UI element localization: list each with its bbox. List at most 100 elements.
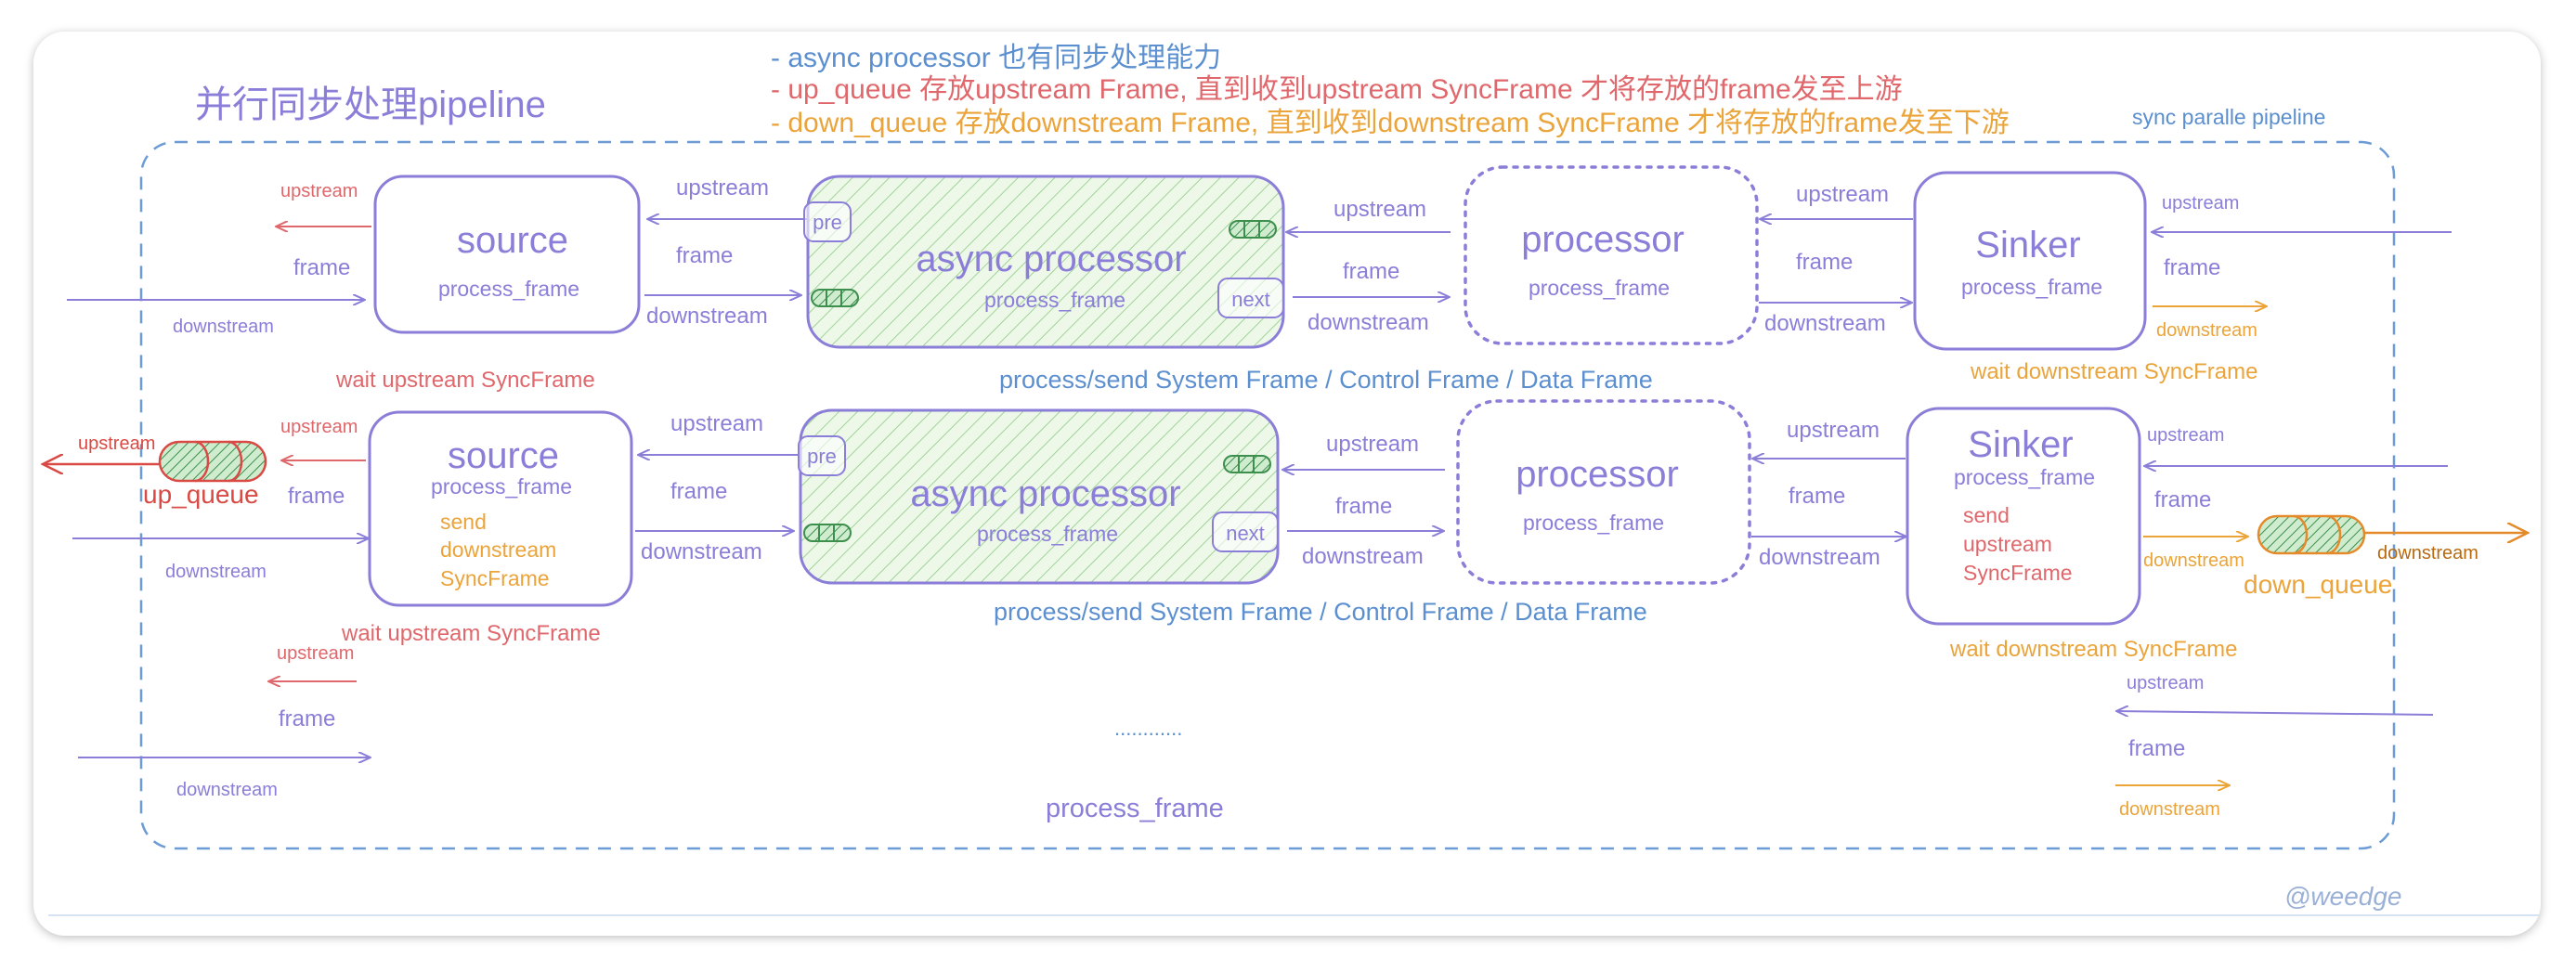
bottom-right-upstream-label: upstream [2127, 673, 2204, 693]
row2-source-send-dir: downstream [440, 537, 556, 562]
row2-sa-upstream-label: upstream [670, 411, 763, 436]
pipeline-boundary [139, 140, 2396, 850]
row1-source-frame-label: frame [293, 255, 350, 280]
row2-wait-downstream: wait downstream SyncFrame [1949, 637, 2237, 662]
bottom-process-frame: process_frame [1046, 794, 1224, 823]
pipeline-label: sync paralle pipeline [2132, 105, 2325, 129]
row2-processor-subtitle: process_frame [1523, 511, 1664, 535]
bottom-ellipsis: ............ [1114, 717, 1182, 740]
row1-async-inner-queue-right [1229, 220, 1277, 239]
row1-sinker-downstream-label: downstream [2156, 320, 2257, 341]
row1-async-inner-queue-left [811, 289, 859, 307]
row2-source-send: send [440, 510, 487, 534]
row1-sinker-subtitle: process_frame [1961, 275, 2102, 299]
row1-async-subtitle: process_frame [984, 288, 1125, 312]
row1-process-send: process/send System Frame / Control Fram… [999, 366, 1653, 394]
note-up-queue: - up_queue 存放upstream Frame, 直到收到upstrea… [771, 74, 1903, 105]
row2-ap-frame-label: frame [1335, 494, 1392, 519]
row1-pk-upstream-label: upstream [1796, 182, 1889, 207]
row2-ap-downstream-label: downstream [1302, 544, 1424, 569]
down-queue-arrow-label: downstream [2377, 543, 2478, 563]
row2-async-next-port [1212, 511, 1279, 552]
row2-async-inner-queue-left [803, 524, 852, 542]
row2-sinker-upstream-label: upstream [2147, 425, 2224, 446]
row1-source-node [373, 175, 641, 334]
row1-async-next-port [1217, 278, 1284, 318]
bottom-right-upstream-arrow [2117, 711, 2434, 715]
row2-sinker-send: send [1963, 503, 2010, 527]
row2-ap-upstream-label: upstream [1326, 432, 1419, 457]
up-queue-arrow-label: upstream [78, 434, 155, 454]
row2-source-subtitle: process_frame [431, 474, 572, 498]
note-down-queue: - down_queue 存放downstream Frame, 直到收到dow… [771, 108, 2010, 138]
row1-async-pre-port [803, 201, 852, 242]
bottom-left-frame-label: frame [279, 706, 335, 731]
row1-sinker-node [1913, 171, 2147, 351]
row1-processor-node [1464, 165, 1759, 345]
down-queue-label: down_queue [2244, 570, 2392, 599]
row1-ap-upstream-label: upstream [1334, 197, 1426, 222]
row2-sa-downstream-label: downstream [641, 539, 762, 564]
row1-sa-downstream-label: downstream [646, 304, 768, 329]
row2-wait-upstream: wait upstream SyncFrame [341, 621, 601, 646]
row1-sinker-upstream-label: upstream [2162, 193, 2239, 214]
bottom-right-downstream-label: downstream [2119, 799, 2220, 820]
row1-wait-downstream: wait downstream SyncFrame [1970, 359, 2257, 384]
signature: @weedge [2284, 882, 2402, 911]
row2-async-pre-label: pre [807, 445, 837, 468]
row1-ap-frame-label: frame [1343, 259, 1399, 284]
row1-async-title: async processor [916, 239, 1186, 279]
row2-source-send-frame: SyncFrame [440, 566, 550, 590]
diagram-title: 并行同步处理pipeline [195, 84, 546, 125]
bottom-left-downstream-label: downstream [176, 780, 278, 800]
row2-async-next-label: next [1226, 522, 1265, 545]
row1-sa-upstream-label: upstream [676, 175, 769, 201]
row1-processor-title: processor [1521, 219, 1685, 260]
row1-source-upstream-label: upstream [280, 181, 358, 201]
row2-sinker-node [1906, 407, 2141, 626]
row2-pk-frame-label: frame [1789, 484, 1845, 509]
down-queue-icon [2257, 514, 2366, 555]
row2-process-send: process/send System Frame / Control Fram… [994, 598, 1647, 626]
row2-async-title: async processor [910, 473, 1180, 514]
row2-async-subtitle: process_frame [977, 522, 1118, 546]
row2-processor-node [1456, 399, 1751, 585]
bottom-left-upstream-label: upstream [277, 643, 354, 664]
up-queue-label: up_queue [143, 480, 259, 509]
row2-async-pre-port [798, 435, 846, 476]
row2-processor-title: processor [1516, 454, 1679, 495]
row2-sinker-subtitle: process_frame [1954, 465, 2095, 489]
row2-pk-downstream-label: downstream [1759, 545, 1880, 570]
bottom-right-frame-label: frame [2128, 736, 2185, 761]
row2-source-downstream-label: downstream [165, 562, 267, 582]
row1-pk-downstream-label: downstream [1764, 311, 1886, 336]
row2-sinker-send-dir: upstream [1963, 532, 2052, 556]
row1-async-pre-label: pre [813, 211, 842, 234]
row2-pk-upstream-label: upstream [1787, 418, 1880, 443]
row2-sa-frame-label: frame [670, 479, 727, 504]
row1-sinker-title: Sinker [1975, 225, 2080, 265]
row1-pk-frame-label: frame [1796, 250, 1853, 275]
row1-source-downstream-label: downstream [173, 317, 274, 337]
row2-sinker-title: Sinker [1968, 424, 2073, 465]
row2-sinker-frame-label: frame [2154, 487, 2211, 512]
up-queue-icon [158, 440, 267, 483]
row2-async-inner-queue-right [1223, 455, 1271, 473]
note-async: - async processor 也有同步处理能力 [771, 43, 1221, 73]
row2-sinker-send-frame: SyncFrame [1963, 561, 2073, 585]
row1-source-subtitle: process_frame [438, 277, 579, 301]
row2-sinker-downstream-label: downstream [2143, 550, 2244, 571]
row1-async-processor-node [806, 175, 1285, 349]
row2-async-processor-node [799, 408, 1280, 585]
row1-processor-subtitle: process_frame [1529, 276, 1670, 300]
row2-source-title: source [448, 435, 559, 476]
row2-source-node [368, 410, 633, 607]
row1-sa-frame-label: frame [676, 243, 733, 268]
row1-async-next-label: next [1231, 288, 1270, 311]
row2-source-upstream-label: upstream [280, 417, 358, 437]
row1-source-title: source [457, 220, 568, 261]
row1-sinker-frame-label: frame [2164, 255, 2220, 280]
row1-ap-downstream-label: downstream [1308, 310, 1429, 335]
row2-source-frame-label: frame [288, 484, 345, 509]
